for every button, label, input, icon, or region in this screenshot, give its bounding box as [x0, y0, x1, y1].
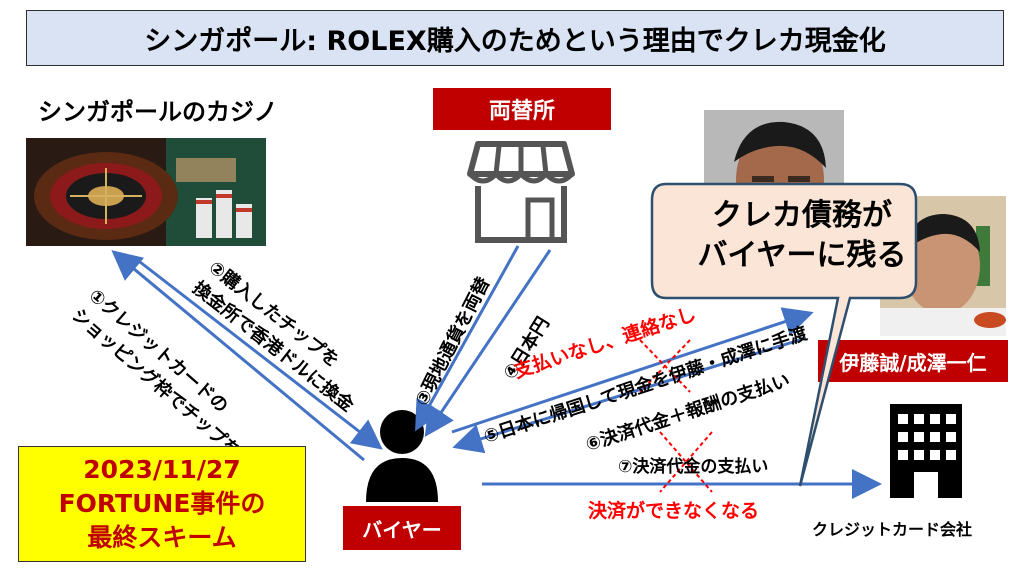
building-icon — [884, 402, 968, 504]
settlement-fail-annotation: 決済ができなくなる — [588, 500, 760, 522]
date-box-line1: 2023/11/27 — [83, 455, 241, 484]
date-box-line3: 最終スキーム — [87, 523, 237, 552]
exchange-office-label-text: 両替所 — [488, 99, 555, 124]
date-box-line2: FORTUNE事件の — [58, 489, 266, 518]
buyer-label-text: バイヤー — [362, 517, 442, 542]
page-title: シンガポール: ROLEX購入のためという理由でクレカ現金化 — [26, 10, 1004, 66]
persons-label: 伊藤誠/成澤一仁 — [818, 340, 1008, 382]
step3-label: ③現地通貨を両替 — [411, 273, 495, 410]
callout-text: クレカ債務が バイヤーに残る — [652, 196, 952, 276]
casino-roulette-photo — [26, 138, 266, 246]
buyer-label: バイヤー — [343, 506, 461, 550]
callout-line2: バイヤーに残る — [697, 238, 907, 273]
exchange-office-label: 両替所 — [433, 88, 611, 130]
persons-label-text: 伊藤誠/成澤一仁 — [839, 350, 987, 375]
page-title-text: シンガポール: ROLEX購入のためという理由でクレカ現金化 — [144, 25, 886, 57]
date-scheme-box: 2023/11/27 FORTUNE事件の 最終スキーム — [18, 446, 306, 562]
callout-line1: クレカ債務が — [712, 198, 892, 233]
credit-card-company-label: クレジットカード会社 — [812, 520, 973, 539]
step7-label: ⑦決済代金の支払い — [618, 457, 769, 477]
buyer-person-icon — [364, 408, 440, 508]
casino-heading: シンガポールのカジノ — [38, 98, 278, 126]
shop-icon — [466, 140, 576, 248]
